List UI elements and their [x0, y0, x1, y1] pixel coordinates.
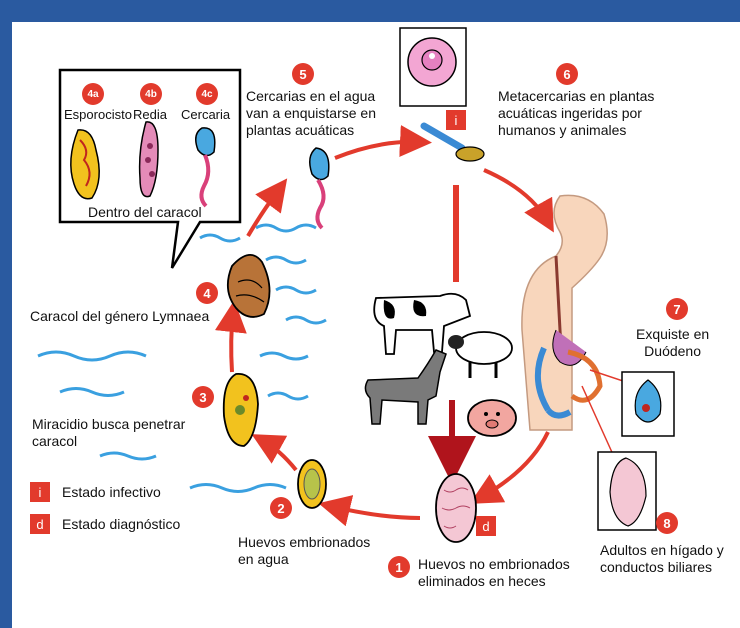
legend-diagnostic-label: Estado diagnóstico	[62, 516, 180, 533]
step-4-label: Caracol del género Lymnaea	[30, 308, 209, 325]
badge-4c: 4c	[196, 83, 218, 105]
step-7-label: Exquiste en Duódeno	[636, 326, 709, 360]
badge-4a: 4a	[82, 83, 104, 105]
legend-diagnostic-marker: d	[30, 514, 50, 534]
step-1-badge: 1	[388, 556, 410, 578]
label-esporocisto: Esporocisto	[64, 106, 132, 123]
pig-drawing	[468, 400, 516, 436]
infective-marker: i	[446, 110, 466, 130]
snail-drawing	[228, 255, 270, 317]
label-redia: Redia	[133, 106, 167, 123]
step-3-badge: 3	[192, 386, 214, 408]
badge-4b: 4b	[140, 83, 162, 105]
arrow-3-to-4	[231, 312, 233, 372]
label-cercaria: Cercaria	[181, 106, 230, 123]
step-3-label: Miracidio busca penetrar caracol	[32, 416, 185, 450]
legend-infective-marker: i	[30, 482, 50, 502]
arrow-6-to-human	[484, 170, 548, 222]
arrow-5-to-6	[335, 142, 420, 158]
step-8-badge: 8	[656, 512, 678, 534]
step-2-label: Huevos embrionados en agua	[238, 534, 370, 568]
donkey-drawing	[365, 350, 446, 424]
step-8-label: Adultos en hígado y conductos biliares	[600, 542, 724, 576]
arrow-human-to-1	[480, 432, 548, 498]
arrow-1-to-2	[330, 506, 420, 518]
miracidium-drawing	[224, 374, 258, 446]
step-7-badge: 7	[666, 298, 688, 320]
metacercaria-drawing	[400, 28, 466, 106]
excystment-drawing	[622, 372, 674, 436]
step-1-label: Huevos no embrionados eliminados en hece…	[418, 556, 570, 590]
embryonated-egg-drawing	[298, 460, 326, 508]
human-body-drawing	[522, 195, 607, 430]
step-6-badge: 6	[556, 63, 578, 85]
step-2-badge: 2	[270, 497, 292, 519]
step-5-badge: 5	[292, 63, 314, 85]
inset-caption: Dentro del caracol	[88, 204, 202, 221]
adult-fluke-drawing	[598, 452, 656, 530]
spoon-drawing	[424, 126, 484, 161]
unembryonated-egg-drawing	[436, 474, 476, 542]
cercaria-water-drawing	[310, 148, 329, 228]
diagnostic-marker: d	[476, 516, 496, 536]
sheep-drawing	[448, 332, 512, 378]
step-5-label: Cercarias en el agua van a enquistarse e…	[246, 88, 376, 139]
step-6-label: Metacercarias en plantas acuáticas inger…	[498, 88, 654, 139]
arrow-2-to-3	[262, 440, 296, 470]
water-waves	[38, 225, 326, 492]
legend-infective-label: Estado infectivo	[62, 484, 161, 501]
step-4-badge: 4	[196, 282, 218, 304]
